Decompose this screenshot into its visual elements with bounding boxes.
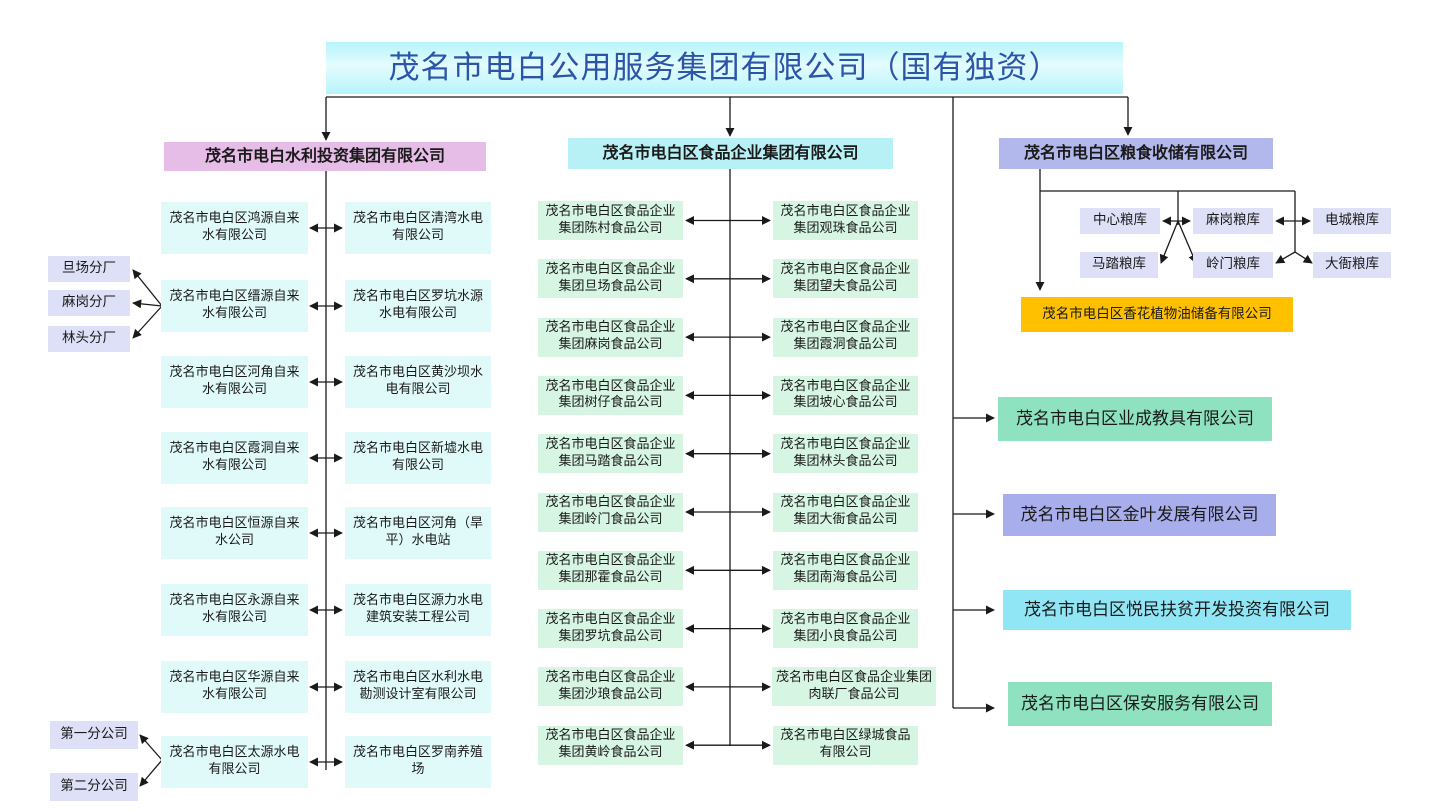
water-left-company: 茂名市电白区霞洞自来水有限公司 (161, 432, 308, 484)
water-group-head: 茂名市电白水利投资集团有限公司 (164, 142, 486, 171)
other-company: 茂名市电白区悦民扶贫开发投资有限公司 (1003, 590, 1351, 630)
grain-depot: 马踏粮库 (1080, 252, 1158, 278)
food-left-company: 茂名市电白区食品企业集团树仔食品公司 (538, 375, 683, 415)
food-right-company: 茂名市电白区食品企业集团望夫食品公司 (773, 259, 918, 299)
food-left-company: 茂名市电白区食品企业集团沙琅食品公司 (538, 667, 683, 707)
depot-link (1159, 220, 1179, 264)
food-left-company: 茂名市电白区食品企业集团麻岗食品公司 (538, 317, 683, 357)
branch-link (132, 305, 163, 339)
water-left-company: 茂名市电白区永源自来水有限公司 (161, 584, 308, 636)
branch-link (132, 299, 163, 309)
food-right-company: 茂名市电白区食品企业集团观珠食品公司 (773, 201, 918, 240)
water-left-company: 茂名市电白区河角自来水有限公司 (161, 356, 308, 408)
food-right-company: 茂名市电白区食品企业集团霞洞食品公司 (773, 317, 918, 357)
food-left-company: 茂名市电白区食品企业集团旦场食品公司 (538, 259, 683, 299)
water-left-company: 茂名市电白区鸿源自来水有限公司 (161, 202, 308, 254)
water-right-company: 茂名市电白区源力水电建筑安装工程公司 (345, 584, 491, 636)
other-company: 茂名市电白区金叶发展有限公司 (1003, 494, 1276, 536)
water-left-company: 茂名市电白区华源自来水有限公司 (161, 661, 308, 713)
oil-reserve-company: 茂名市电白区香花植物油储备有限公司 (1021, 297, 1293, 332)
water-right-company: 茂名市电白区黄沙坝水电有限公司 (345, 356, 491, 408)
food-right-company: 茂名市电白区食品企业集团林头食品公司 (773, 434, 918, 474)
food-left-company: 茂名市电白区食品企业集团马踏食品公司 (538, 434, 683, 474)
water-right-company: 茂名市电白区罗南养殖场 (345, 736, 491, 788)
grain-depot: 岭门粮库 (1193, 252, 1273, 278)
food-left-company: 茂名市电白区食品企业集团那霍食品公司 (538, 550, 683, 590)
food-group-head: 茂名市电白区食品企业集团有限公司 (568, 138, 893, 169)
branch-plant: 旦场分厂 (48, 256, 130, 282)
grain-depot: 电城粮库 (1313, 208, 1391, 234)
food-left-company: 茂名市电白区食品企业集团罗坑食品公司 (538, 609, 683, 649)
water-right-company: 茂名市电白区清湾水电有限公司 (345, 202, 491, 254)
branch-company: 第一分公司 (50, 721, 138, 749)
water-left-company: 茂名市电白区太源水电有限公司 (161, 736, 308, 788)
food-right-company: 茂名市电白区食品企业集团小良食品公司 (773, 609, 918, 649)
food-right-company: 茂名市电白区食品企业集团南海食品公司 (773, 550, 918, 590)
branch-link (132, 269, 163, 307)
other-company: 茂名市电白区保安服务有限公司 (1008, 682, 1272, 726)
food-left-company: 茂名市电白区食品企业集团黄岭食品公司 (538, 725, 683, 765)
food-right-company: 茂名市电白区食品企业集团大衙食品公司 (773, 492, 918, 532)
food-right-company: 茂名市电白区食品企业集团坡心食品公司 (773, 375, 918, 415)
water-right-company: 茂名市电白区新墟水电有限公司 (345, 432, 491, 484)
branch-plant: 麻岗分厂 (48, 290, 130, 316)
branch-plant: 林头分厂 (48, 326, 130, 352)
grain-depot: 麻岗粮库 (1193, 208, 1273, 234)
depot-link (1275, 251, 1296, 264)
grain-depot: 大衙粮库 (1313, 252, 1391, 278)
branch-link (139, 759, 163, 787)
food-left-company: 茂名市电白区食品企业集团岭门食品公司 (538, 492, 683, 532)
grain-company-head: 茂名市电白区粮食收储有限公司 (999, 138, 1273, 169)
water-right-company: 茂名市电白区河角（旱平）水电站 (345, 507, 491, 559)
water-right-company: 茂名市电白区罗坑水源水电有限公司 (345, 280, 491, 332)
grain-depot: 中心粮库 (1080, 208, 1160, 234)
other-company: 茂名市电白区业成教具有限公司 (998, 397, 1272, 441)
depot-link (1294, 251, 1313, 264)
food-left-company: 茂名市电白区食品企业集团陈村食品公司 (538, 201, 683, 240)
branch-link (139, 734, 163, 761)
water-right-company: 茂名市电白区水利水电勘测设计室有限公司 (345, 661, 491, 713)
food-right-company: 茂名市电白区绿城食品有限公司 (773, 725, 918, 765)
group-title: 茂名市电白公用服务集团有限公司（国有独资） (326, 42, 1123, 94)
water-left-company: 茂名市电白区恒源自来水公司 (161, 507, 308, 559)
branch-company: 第二分公司 (50, 773, 138, 801)
food-right-company: 茂名市电白区食品企业集团肉联厂食品公司 (772, 667, 936, 707)
water-left-company: 茂名市电白区缙源自来水有限公司 (161, 280, 308, 332)
